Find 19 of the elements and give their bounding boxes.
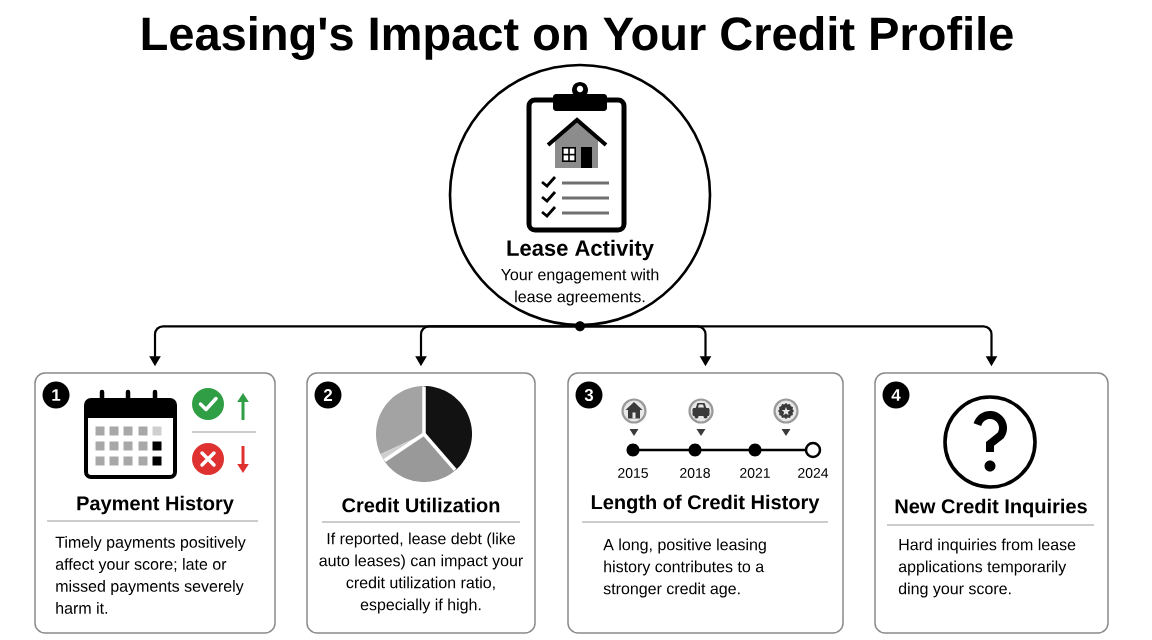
year-label: 2018 (680, 468, 710, 478)
year-label: 2024 (798, 468, 829, 478)
card-heading: Credit Utilization (342, 497, 500, 513)
card-text: Hard inquiries from lease applications temporarily ding your score. (898, 538, 1076, 598)
card-heading: Length of Credit History (591, 494, 820, 514)
node-text: Your engagement with lease agreements. (501, 268, 659, 306)
card-text: Timely payments positively affect your score; late or missed payments severely harm it. (55, 536, 246, 614)
title: Leasing's Impact on Your Credit Profile (142, 16, 1013, 60)
number-badge: 1 (42, 381, 70, 409)
number-badge: 2 (314, 381, 342, 409)
number-badge: 3 (575, 381, 603, 409)
year-label: 2021 (740, 468, 770, 478)
node-title: Lease Activity (507, 239, 654, 261)
card-heading: New Credit Inquiries (895, 498, 1087, 518)
year-label: 2015 (618, 468, 648, 478)
card-text: If reported, lease debt (like auto leases) can impact your credit utilization ratio, especially if high. (319, 532, 523, 614)
card-text: A long, positive leasing history contributes to a stronger credit age. (603, 538, 766, 598)
card-heading: Payment History (77, 495, 234, 515)
number-badge: 4 (882, 381, 910, 409)
